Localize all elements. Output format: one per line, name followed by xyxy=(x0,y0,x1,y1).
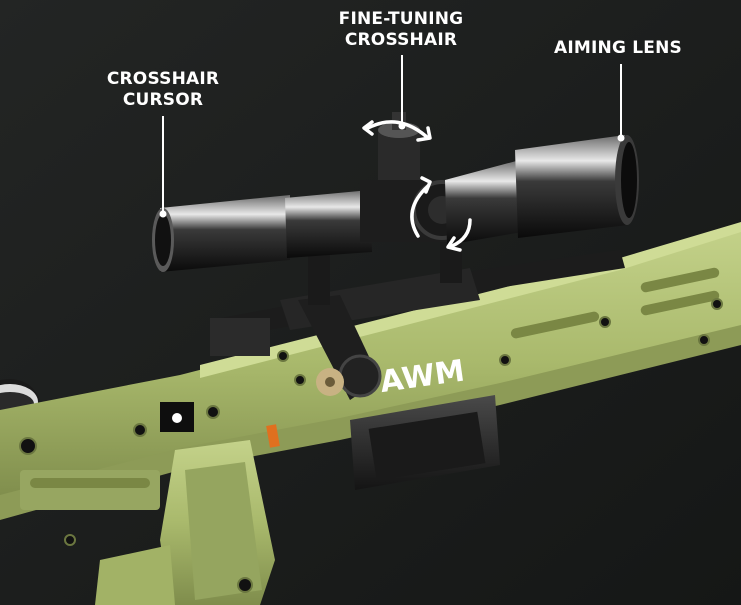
leader-line-crosshair-cursor xyxy=(162,116,164,212)
scope-mount-front xyxy=(440,235,462,283)
callout-aiming-lens-line1: AIMING LENS xyxy=(554,38,682,58)
callout-crosshair-cursor-line2: CURSOR xyxy=(122,90,204,110)
leader-dot-fine-tuning xyxy=(398,122,406,130)
callout-crosshair-cursor: CROSSHAIR CURSOR xyxy=(107,69,219,111)
callout-crosshair-cursor-line1: CROSSHAIR xyxy=(106,69,220,89)
callout-aiming-lens: AIMING LENS xyxy=(554,38,682,59)
leader-dot-crosshair-cursor xyxy=(159,210,167,218)
callout-fine-tuning-crosshair: FINE-TUNING CROSSHAIR xyxy=(339,9,464,51)
scope xyxy=(152,112,639,272)
magazine xyxy=(350,395,500,490)
callout-fine-tuning-line2: CROSSHAIR xyxy=(344,30,458,50)
leader-line-aiming-lens xyxy=(620,64,622,136)
leader-dot-aiming-lens xyxy=(617,134,625,142)
trigger-accent xyxy=(266,424,280,448)
scope-mount-rear xyxy=(308,245,330,305)
leader-line-fine-tuning xyxy=(401,55,403,125)
callout-fine-tuning-line1: FINE-TUNING xyxy=(338,9,464,29)
rotation-arrow-icons xyxy=(362,120,472,252)
pistol-grip xyxy=(95,440,275,605)
bolt-assembly xyxy=(298,295,382,400)
